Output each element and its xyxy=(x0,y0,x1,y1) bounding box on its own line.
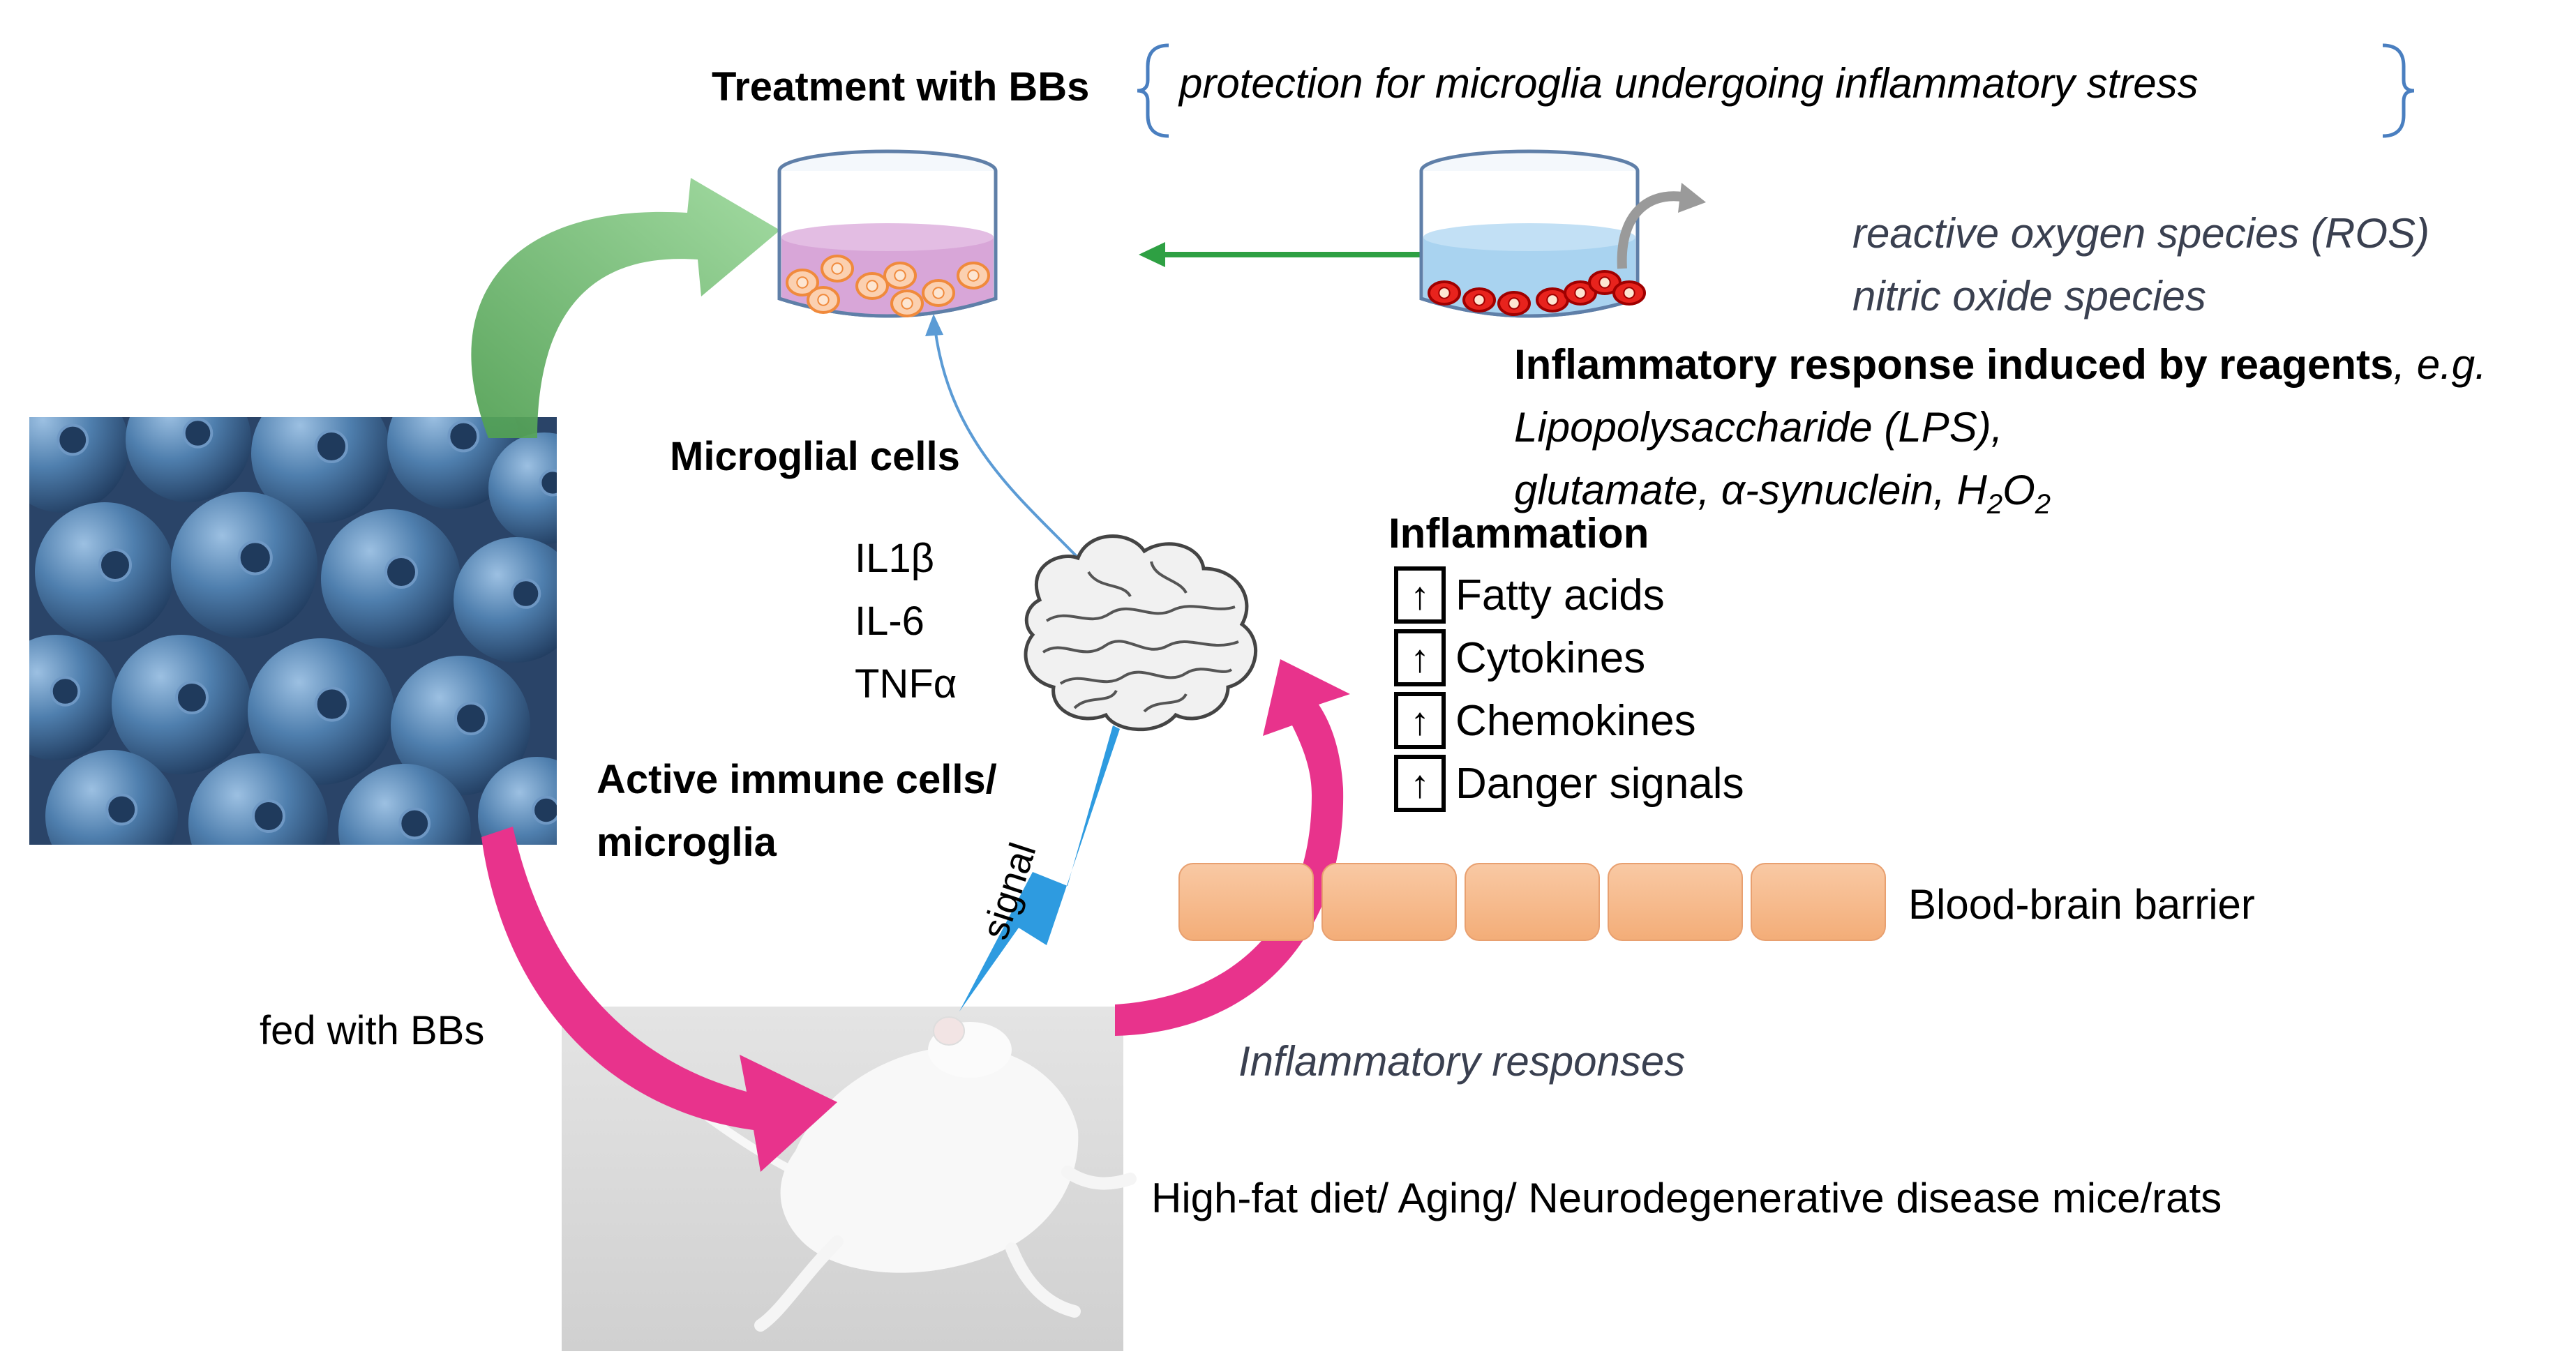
nitric-oxide-label: nitric oxide species xyxy=(1852,273,2206,319)
isolation-arrow xyxy=(925,314,1086,566)
cell xyxy=(807,286,840,314)
inflammation-item-fatty-acids: ↑Fatty acids xyxy=(1394,566,1665,624)
cell xyxy=(1428,280,1461,306)
fed-arrow xyxy=(481,827,837,1172)
bbb-segment xyxy=(1465,863,1600,941)
cell xyxy=(1588,270,1622,295)
animal-models-label: High-fat diet/ Aging/ Neurodegenerative … xyxy=(1151,1175,2222,1221)
inflammation-heading: Inflammation xyxy=(1388,510,1649,557)
inflammation-item-label: Cytokines xyxy=(1455,633,1646,682)
cell xyxy=(855,272,889,300)
cell xyxy=(1536,287,1569,313)
blueberry xyxy=(338,764,471,845)
blueberry xyxy=(188,753,328,845)
reagents-heading: Inflammatory response induced by reagent… xyxy=(1514,340,2487,389)
blueberry xyxy=(488,432,557,544)
blueberry xyxy=(321,509,460,649)
blueberry xyxy=(45,750,178,845)
green-treatment-arrow xyxy=(471,178,780,438)
cell xyxy=(890,289,924,317)
cell xyxy=(957,262,990,289)
inflammation-item-chemokines: ↑Chemokines xyxy=(1394,692,1696,749)
up-arrow-icon: ↑ xyxy=(1394,629,1446,686)
ros-label: reactive oxygen species (ROS) xyxy=(1852,210,2429,257)
inflammation-item-label: Fatty acids xyxy=(1455,571,1665,619)
active-immune-label-1: Active immune cells/ xyxy=(597,757,997,802)
reagents-heading-text: Inflammatory response induced by reagent… xyxy=(1514,341,2394,388)
treatment-label: Treatment with BBs xyxy=(712,64,1090,110)
protection-brace xyxy=(1137,43,2415,138)
bbb-label: Blood-brain barrier xyxy=(1908,881,2255,928)
cytokine-il6: IL-6 xyxy=(855,599,924,644)
blueberry xyxy=(171,492,317,638)
cell xyxy=(1564,280,1597,306)
blueberry-photo xyxy=(29,417,557,845)
lightning-signal-icon xyxy=(959,725,1120,1011)
blueberry xyxy=(126,417,251,502)
blueberry xyxy=(387,417,520,509)
inflammation-item-cytokines: ↑Cytokines xyxy=(1394,629,1645,686)
petri-dish-healthy xyxy=(777,149,998,318)
cell xyxy=(786,269,819,296)
blueberry xyxy=(112,635,251,774)
blueberry xyxy=(35,502,174,642)
cell xyxy=(1612,280,1646,306)
cell xyxy=(922,279,955,307)
h-subscript: 2 xyxy=(1986,489,2003,520)
brain-icon xyxy=(1024,534,1258,732)
bbb-segment xyxy=(1751,863,1886,941)
bbb-segment xyxy=(1178,863,1314,941)
blueberry xyxy=(454,537,557,663)
cell xyxy=(883,262,917,289)
blueberry xyxy=(248,638,394,785)
blueberry xyxy=(251,417,391,523)
up-arrow-icon: ↑ xyxy=(1394,566,1446,624)
mouse-photo xyxy=(562,1007,1137,1351)
cell xyxy=(1497,291,1531,316)
inflammation-item-label: Chemokines xyxy=(1455,696,1696,745)
o-subscript: 2 xyxy=(2035,489,2051,520)
inflammation-arrow xyxy=(1115,659,1350,1036)
blueberry xyxy=(478,757,557,845)
cell xyxy=(821,255,854,283)
inflammation-item-danger-signals: ↑Danger signals xyxy=(1394,755,1744,812)
petri-dish-stressed xyxy=(1419,149,1646,318)
cytokine-tnfa: TNFα xyxy=(855,661,957,707)
bbb-segment xyxy=(1321,863,1457,941)
inflammation-item-label: Danger signals xyxy=(1455,759,1744,808)
eg-text: , e.g. xyxy=(2393,341,2487,388)
up-arrow-icon: ↑ xyxy=(1394,692,1446,749)
reagents-list-text: glutamate, α-synuclein, H xyxy=(1514,467,1987,513)
comparison-double-arrow xyxy=(1139,242,1450,267)
cell xyxy=(1462,287,1496,313)
o-text: O xyxy=(2002,467,2035,513)
blueberry xyxy=(29,417,129,513)
active-immune-label-2: microglia xyxy=(597,820,777,865)
cytokine-il1b: IL1β xyxy=(855,536,934,581)
microglial-cells-label: Microglial cells xyxy=(670,434,960,479)
fed-label: fed with BBs xyxy=(260,1008,485,1053)
lps-label: Lipopolysaccharide (LPS), xyxy=(1514,404,2003,451)
protection-label: protection for microglia undergoing infl… xyxy=(1179,60,2199,107)
inflammatory-responses-label: Inflammatory responses xyxy=(1238,1038,1686,1085)
blueberry xyxy=(391,656,530,795)
reagents-list: glutamate, α-synuclein, H2O2 xyxy=(1514,466,2051,520)
ros-release-arrow xyxy=(1617,183,1706,269)
up-arrow-icon: ↑ xyxy=(1394,755,1446,812)
blueberry xyxy=(29,635,119,760)
blood-brain-barrier xyxy=(1178,863,1886,941)
bbb-segment xyxy=(1608,863,1743,941)
